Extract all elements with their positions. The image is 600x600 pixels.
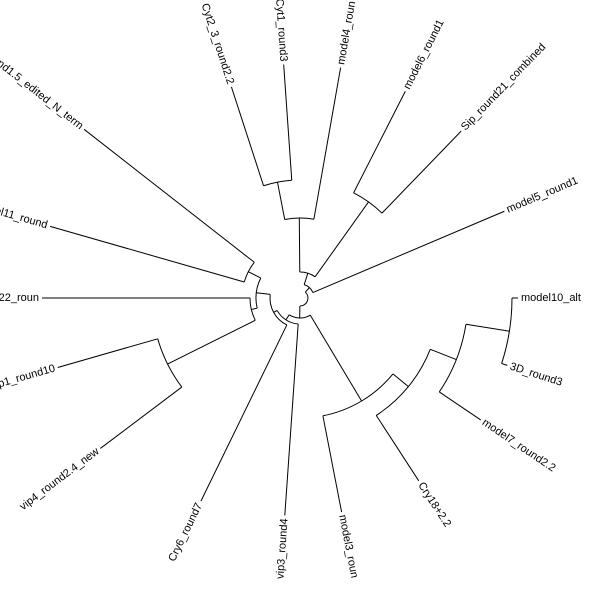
leaf-label-cry22: Cry22_roun [0,292,39,304]
branch-arc [255,277,262,309]
branch-edge [273,309,278,313]
branch-arc [288,314,311,319]
branch-arc [276,310,299,325]
branch-arc [438,324,467,393]
leaf-label-model4: model4_roun [335,0,358,65]
leaf-label-model7: model7_round2.2 [480,417,558,475]
branch-edge [305,287,310,293]
branch-edge [309,314,363,402]
branch-edge [284,323,299,516]
branch-edge [375,415,420,482]
leaf-label-model10: model10_alt [521,292,581,304]
branch-arc [501,297,513,364]
leaf-label-cry6: Cry6_round7 [166,501,205,563]
branch-edge [248,271,262,279]
branch-edge [200,324,288,502]
branch-arc [375,349,431,416]
branch-edge [83,128,255,263]
branch-arc [269,294,288,326]
leaf-label-cyt2: Cyt2_3_round2.2 [199,2,236,86]
leaf-label-model11: model11_round [0,199,49,231]
branch-edge [438,391,482,421]
leaf-label-vip3: vip3_round4 [274,518,290,579]
leaf-label-vip4: vip4_round2.4_new [18,445,102,512]
branch-edge [100,386,183,449]
branch-edge [322,415,343,513]
tree-labels: model10_alt 3D_round3 model7_round2.2Cry18… [0,0,581,579]
branch-edge [465,323,510,332]
leaf-label-model5: model5_round1 [505,175,580,216]
tree-branches [42,64,518,516]
leaf-label-cry18: Cry18+2.2 [415,480,453,529]
branch-edge [251,307,258,310]
branch-arc [322,373,394,417]
branch-edge [167,319,256,365]
branch-edge [312,210,505,293]
branch-edge [381,130,462,214]
leaf-label-r3d: 3D_round3 [508,361,563,389]
branch-edge [353,91,406,194]
branch-edge [392,373,409,387]
leaf-label-model6: model6_round1 [401,18,446,92]
branch-arc [304,284,314,293]
branch-edge [313,67,342,220]
branch-arc [157,338,183,388]
branch-edge [285,314,290,321]
leaf-label-cyt1: Cyt1_round3 [273,0,289,62]
branch-edge [501,363,508,366]
branch-arc [299,271,316,278]
branch-arc [299,291,309,307]
branch-edge [49,225,245,283]
branch-edge [430,348,457,361]
leaf-label-vip2: vip2_round1.5_edited_N_term [0,32,85,133]
branch-edge [276,182,286,220]
leaf-label-sip: Sip_round21_combined [459,41,548,133]
leaf-label-model3: model3_roun [336,514,360,579]
branch-edge [283,64,293,181]
branch-edge [303,273,309,285]
branch-edge [230,86,265,186]
leaf-label-vip1: vip1_round10 [0,363,57,393]
branch-edge [57,338,158,368]
branch-edge [256,292,271,295]
branch-edge [314,201,369,278]
